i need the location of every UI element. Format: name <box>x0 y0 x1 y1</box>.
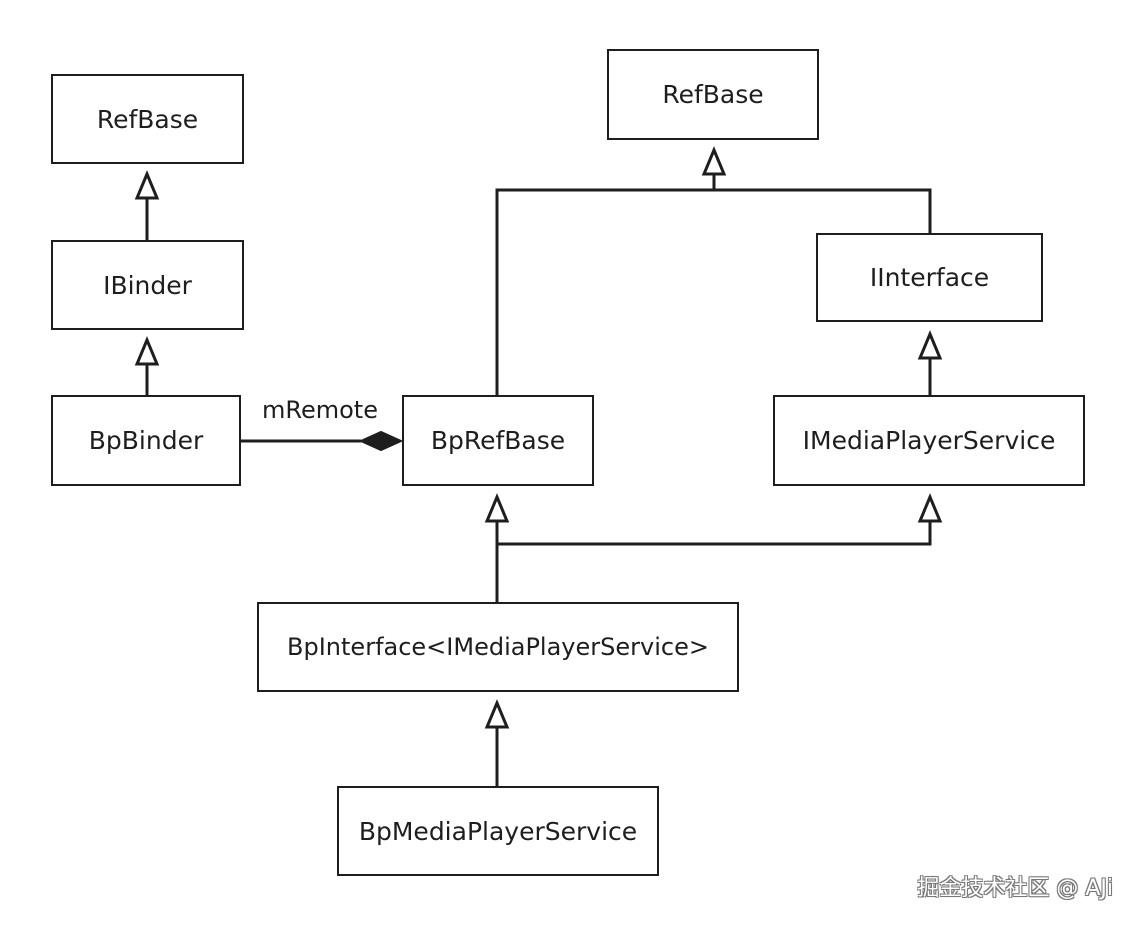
node-bprefbase[interactable]: BpRefBase <box>402 395 594 486</box>
arrowhead-hollow-triangle <box>917 330 943 360</box>
edge-iinterface-refbase <box>714 188 932 233</box>
node-refbase-left[interactable]: RefBase <box>51 74 244 164</box>
watermark: 掘金技术社区 @ AJi <box>917 876 1113 901</box>
arrowhead-filled-diamond <box>358 430 404 452</box>
node-refbase-right[interactable]: RefBase <box>607 49 819 140</box>
node-bpinterface[interactable]: BpInterface<IMediaPlayerService> <box>257 602 739 692</box>
node-iinterface[interactable]: IInterface <box>816 233 1043 322</box>
composition-label-mremote: mRemote <box>262 396 378 424</box>
node-bpbinder[interactable]: BpBinder <box>51 395 241 486</box>
node-ibinder[interactable]: IBinder <box>51 240 244 330</box>
node-bpmediaplayerservice[interactable]: BpMediaPlayerService <box>337 786 659 876</box>
arrowhead-hollow-triangle <box>484 493 510 523</box>
arrowhead-hollow-triangle <box>484 699 510 729</box>
edge-bprefbase-refbase <box>495 188 714 395</box>
node-imediaplayerservice[interactable]: IMediaPlayerService <box>773 395 1085 486</box>
arrowhead-hollow-triangle <box>701 146 727 176</box>
arrowhead-hollow-triangle <box>134 170 160 200</box>
arrowhead-hollow-triangle <box>134 336 160 366</box>
arrowhead-hollow-triangle <box>917 493 943 523</box>
edge-bpinterface-imediaplayerservice <box>497 521 932 546</box>
